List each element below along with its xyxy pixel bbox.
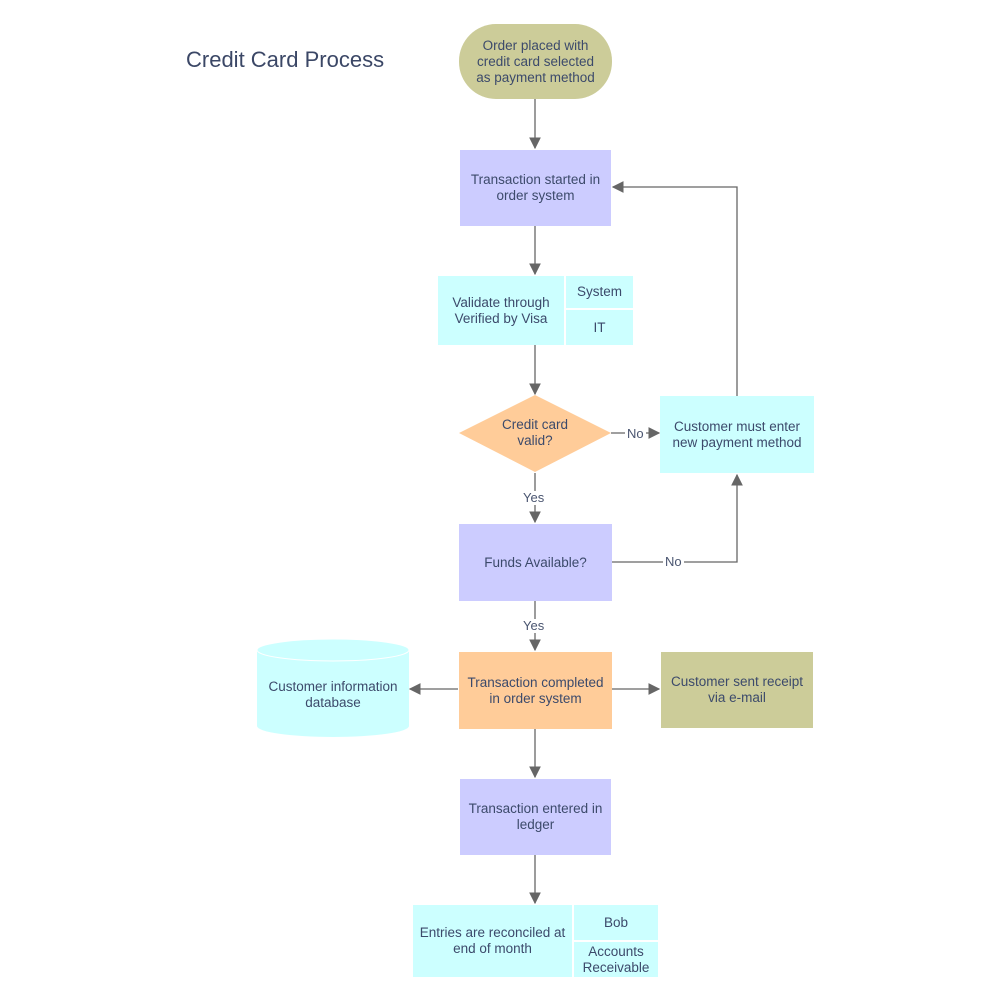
connector-label-valid-yes: Yes bbox=[521, 490, 547, 505]
reconcile-department-cell: Accounts Receivable bbox=[574, 942, 658, 977]
process-transaction-completed: Transaction completed in order system bbox=[459, 652, 612, 729]
validate-text: Validate through Verified by Visa bbox=[438, 276, 564, 345]
process-transaction-started: Transaction started in order system bbox=[460, 150, 611, 226]
connector-label-valid-no: No bbox=[625, 426, 646, 441]
decision-credit-card-valid: Credit card valid? bbox=[501, 417, 569, 448]
connector-label-funds-no: No bbox=[663, 554, 684, 569]
decision-diamond-shape bbox=[459, 395, 611, 472]
diagram-title: Credit Card Process bbox=[186, 47, 385, 72]
process-new-payment-method: Customer must enter new payment method bbox=[660, 396, 814, 473]
connector-label-funds-yes: Yes bbox=[521, 618, 547, 633]
process-customer-receipt: Customer sent receipt via e-mail bbox=[661, 652, 813, 728]
process-transaction-ledger: Transaction entered in ledger bbox=[460, 779, 611, 855]
reconcile-text: Entries are reconciled at end of month bbox=[413, 905, 572, 977]
start-terminal: Order placed with credit card selected a… bbox=[476, 37, 595, 85]
reconcile-owner-cell: Bob bbox=[574, 905, 658, 940]
arrow-funds-no-to-new-payment bbox=[612, 473, 743, 563]
process-funds-available: Funds Available? bbox=[459, 524, 612, 601]
database-customer-information: Customer information database bbox=[268, 679, 398, 710]
start-terminal-shape bbox=[459, 24, 612, 99]
validate-department-cell: IT bbox=[566, 310, 633, 345]
validate-owner-cell: System bbox=[566, 276, 633, 308]
database-cylinder-shape bbox=[256, 638, 410, 737]
arrow-new-payment-to-transaction bbox=[611, 181, 738, 396]
